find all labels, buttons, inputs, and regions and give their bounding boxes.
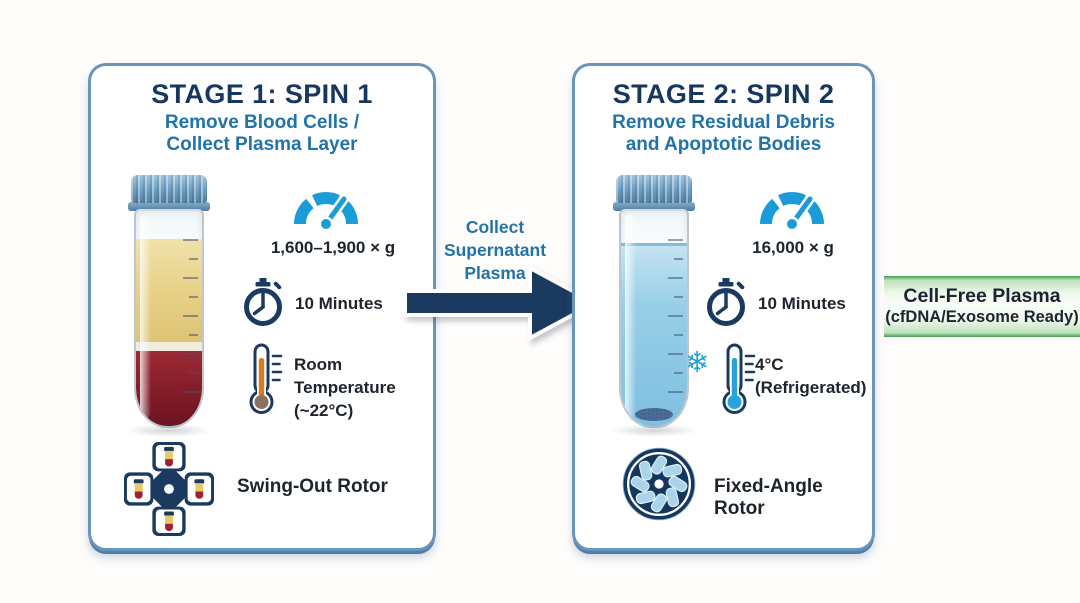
glass-highlight bbox=[140, 214, 151, 418]
stage2-subtitle: Remove Residual Debris and Apoptotic Bod… bbox=[575, 112, 872, 156]
stage1-subtitle-line2: Collect Plasma Layer bbox=[166, 134, 358, 155]
thermometer-icon bbox=[722, 343, 756, 414]
stage2-temp-line2: (Refrigerated) bbox=[755, 378, 867, 397]
stage2-temperature-value: 4°C (Refrigerated) bbox=[755, 353, 866, 399]
graduation-tick bbox=[183, 315, 198, 317]
stage2-panel: STAGE 2: SPIN 2 Remove Residual Debris a… bbox=[572, 63, 875, 551]
stage2-subtitle-line1: Remove Residual Debris bbox=[612, 112, 835, 133]
tube-cap bbox=[131, 175, 207, 203]
graduation-tick bbox=[183, 239, 198, 241]
stopwatch-icon bbox=[244, 278, 282, 326]
tube-cap-lip bbox=[613, 202, 695, 211]
stage2-rotor-label: Fixed-Angle Rotor bbox=[714, 476, 823, 519]
graduation-tick bbox=[668, 391, 683, 393]
transfer-arrow bbox=[402, 263, 600, 348]
debris-pellet bbox=[635, 408, 673, 421]
graduation-tick bbox=[189, 334, 198, 336]
graduation-ticks bbox=[183, 239, 198, 393]
graduation-tick bbox=[668, 315, 683, 317]
thermometer-icon bbox=[249, 343, 283, 414]
stage2-temp-line1: 4°C bbox=[755, 355, 784, 374]
speedometer-icon bbox=[760, 192, 824, 232]
speedometer-icon bbox=[294, 192, 358, 232]
snowflake-icon: ❄ bbox=[685, 345, 710, 379]
stage1-title: STAGE 1: SPIN 1 bbox=[151, 79, 373, 109]
tube-cap bbox=[616, 175, 692, 203]
result-banner-line2: (cfDNA/Exosome Ready) bbox=[885, 308, 1079, 326]
graduation-tick bbox=[668, 353, 683, 355]
graduation-tick bbox=[189, 372, 198, 374]
graduation-tick bbox=[674, 334, 683, 336]
graduation-tick bbox=[674, 296, 683, 298]
graduation-ticks bbox=[668, 239, 683, 393]
stage1-subtitle: Remove Blood Cells / Collect Plasma Laye… bbox=[91, 112, 433, 156]
graduation-tick bbox=[668, 239, 683, 241]
graduation-tick bbox=[189, 296, 198, 298]
result-banner: Cell-Free Plasma (cfDNA/Exosome Ready) bbox=[884, 276, 1080, 337]
stage2-subtitle-line2: and Apoptotic Bodies bbox=[625, 134, 822, 155]
graduation-tick bbox=[183, 391, 198, 393]
tube-body bbox=[619, 209, 689, 428]
graduation-tick bbox=[183, 353, 198, 355]
transfer-label: Collect Supernatant Plasma bbox=[425, 216, 565, 285]
stage2-title: STAGE 2: SPIN 2 bbox=[612, 79, 835, 109]
graduation-tick bbox=[183, 277, 198, 279]
transfer-line2: Supernatant bbox=[443, 240, 547, 260]
stage2-speed-value: 16,000 × g bbox=[752, 238, 834, 257]
stage1-panel: STAGE 1: SPIN 1 Remove Blood Cells / Col… bbox=[88, 63, 436, 551]
glass-highlight bbox=[625, 214, 636, 418]
tube-cap-lip bbox=[128, 202, 210, 211]
tube-shadow bbox=[610, 424, 698, 437]
swing-out-rotor-icon bbox=[124, 442, 214, 536]
graduation-tick bbox=[674, 372, 683, 374]
stage1-temp-line2: (~22°C) bbox=[294, 401, 354, 420]
tube-body bbox=[134, 209, 204, 428]
graduation-tick bbox=[668, 277, 683, 279]
stage1-duration-value: 10 Minutes bbox=[295, 294, 383, 313]
graduation-tick bbox=[189, 258, 198, 260]
stage1-temp-line1: Room Temperature bbox=[294, 355, 396, 397]
fixed-angle-rotor-icon bbox=[622, 447, 696, 521]
stage1-subtitle-line1: Remove Blood Cells / bbox=[164, 112, 360, 133]
transfer-line1: Collect bbox=[465, 217, 525, 237]
stage2-duration-value: 10 Minutes bbox=[758, 294, 846, 313]
transfer-line3: Plasma bbox=[464, 263, 526, 283]
blood-sample-tube bbox=[125, 175, 213, 437]
stage1-rotor-label: Swing-Out Rotor bbox=[237, 476, 388, 497]
buffy-coat-layer bbox=[136, 342, 202, 351]
graduation-tick bbox=[674, 258, 683, 260]
stopwatch-icon bbox=[707, 278, 745, 326]
plasma-sample-tube bbox=[610, 175, 698, 437]
result-banner-line1: Cell-Free Plasma bbox=[903, 285, 1061, 307]
tube-shadow bbox=[125, 424, 213, 437]
stage1-speed-value: 1,600–1,900 × g bbox=[270, 238, 396, 257]
arrow-right-icon bbox=[403, 264, 600, 342]
stage1-temperature-value: Room Temperature (~22°C) bbox=[294, 353, 433, 422]
